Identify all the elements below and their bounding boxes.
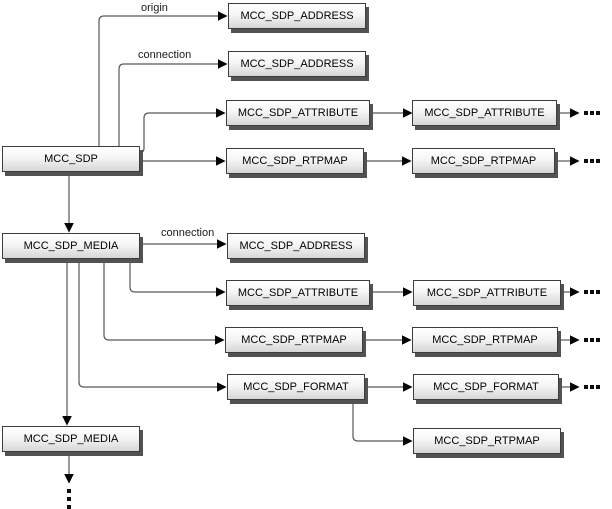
node-media-rtpmap-next: MCC_SDP_RTPMAP [412,327,558,353]
node-mcc-sdp-attribute-1: MCC_SDP_ATTRIBUTE [226,100,370,126]
node-format-rtpmap: MCC_SDP_RTPMAP [413,428,561,454]
node-mcc-sdp-rtpmap-1-next: MCC_SDP_RTPMAP [412,148,555,174]
node-media-format-next: MCC_SDP_FORMAT [413,374,559,400]
node-mcc-sdp-rtpmap-1: MCC_SDP_RTPMAP [226,148,364,174]
node-media-address: MCC_SDP_ADDRESS [227,233,365,259]
node-media-format: MCC_SDP_FORMAT [227,374,365,400]
edge-sdp-origin-address [98,11,228,146]
ellipsis-horizontal-icon [584,290,600,294]
edge-label-connection-sdp: connection [138,49,192,61]
node-media-rtpmap: MCC_SDP_RTPMAP [225,327,363,353]
ellipsis-horizontal-icon [584,338,600,342]
ellipsis-vertical-icon [67,489,71,509]
edge-media-attribute [129,259,226,297]
ellipsis-horizontal-icon [584,159,600,163]
node-media-attribute: MCC_SDP_ATTRIBUTE [226,280,370,306]
node-mcc-sdp-media-1: MCC_SDP_MEDIA [2,233,140,259]
edge-sdp-connection-address [118,59,228,146]
edge-format-rtpmap [352,401,413,446]
ellipsis-horizontal-icon [584,385,600,389]
edge-media-rtpmap [103,259,225,345]
node-mcc-sdp-media-2: MCC_SDP_MEDIA [2,426,140,452]
edge-media-format [78,259,227,392]
node-mcc-sdp-address-origin: MCC_SDP_ADDRESS [228,3,366,29]
edge-label-origin: origin [141,2,168,14]
node-mcc-sdp-address-connection: MCC_SDP_ADDRESS [228,51,366,77]
edge-label-connection-media: connection [161,227,215,239]
node-mcc-sdp: MCC_SDP [2,146,140,172]
ellipsis-horizontal-icon [584,111,600,115]
edge-sdp-attribute [138,108,226,154]
node-mcc-sdp-attribute-1-next: MCC_SDP_ATTRIBUTE [412,100,557,126]
node-media-attribute-next: MCC_SDP_ATTRIBUTE [413,280,561,306]
